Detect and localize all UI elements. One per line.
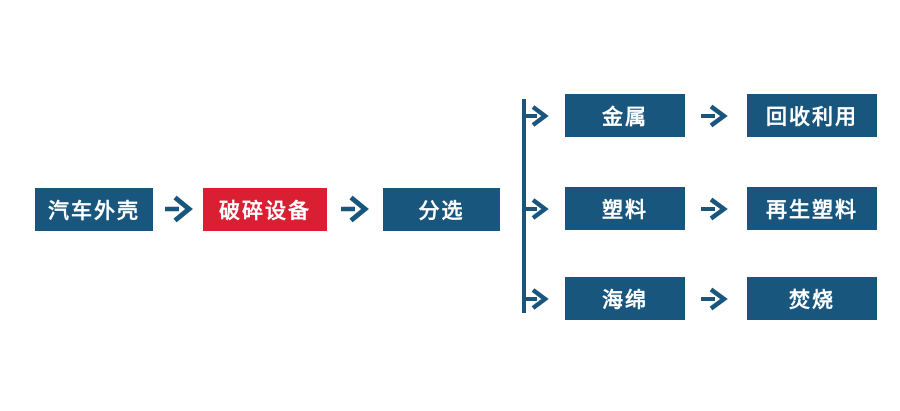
branch-connector-line: [522, 99, 526, 313]
node-recycle: 回收利用: [747, 94, 877, 137]
node-metal: 金属: [565, 94, 685, 137]
node-car-shell: 汽车外壳: [35, 188, 153, 231]
branch-arrow-plastic-icon: [523, 198, 549, 220]
arrow-car-to-crusher-icon: [165, 195, 193, 223]
node-plastic: 塑料: [565, 187, 685, 230]
arrow-crusher-to-sorting-icon: [341, 195, 369, 223]
node-sorting: 分选: [383, 188, 500, 231]
arrow-metal-to-recycle-icon: [701, 104, 728, 128]
branch-arrow-metal-icon: [523, 105, 549, 127]
branch-arrow-sponge-icon: [523, 288, 549, 310]
node-recycled-plastic: 再生塑料: [747, 187, 877, 230]
node-crusher: 破碎设备: [203, 188, 327, 231]
node-sponge: 海绵: [565, 277, 685, 320]
arrow-sponge-to-incinerate-icon: [701, 287, 728, 311]
arrow-plastic-to-recycled-icon: [701, 197, 728, 221]
node-incineration: 焚烧: [747, 277, 877, 320]
